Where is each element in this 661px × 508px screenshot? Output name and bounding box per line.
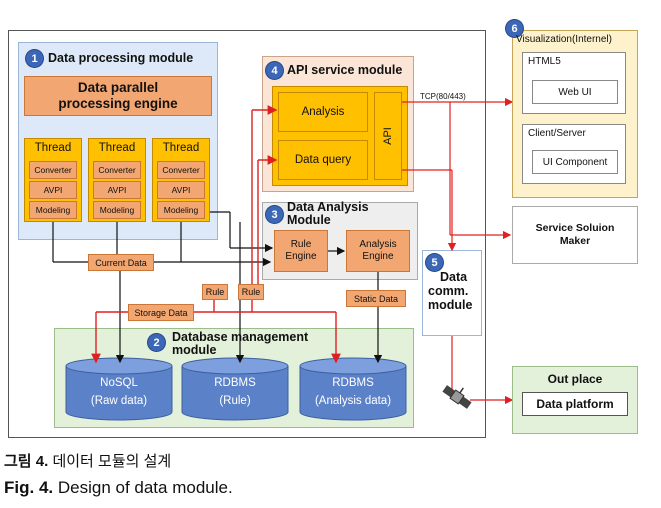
nosql-label: NoSQL (Raw data) [90,377,148,407]
rule-tag-1: Rule [202,284,228,300]
caption-english-label: Fig. 4. [4,478,54,497]
rdbms-rule-database [181,357,289,421]
thread-title: Thread [98,142,136,154]
analysis-block: Analysis [278,92,368,132]
caption-korean-label: 그림 4. [4,453,49,470]
caption-english: Fig. 4. Design of data module. [4,478,233,498]
modeling: Modeling [93,201,141,219]
module-2-badge: 2 [148,334,165,351]
engine-line1: Data parallel [77,80,159,95]
api-service-module-title: API service module [287,63,403,77]
ui-component-box: UI Component [532,150,618,174]
thread-1: Thread Converter AVPI Modeling [24,138,82,222]
avpi: AVPI [157,181,205,199]
data-analysis-module-title: Data Analysis Module [287,200,369,227]
thread-3: Thread Converter AVPI Modeling [152,138,210,222]
current-data-tag: Current Data [88,254,154,271]
caption-korean: 그림 4. 데이터 모듈의 설계 [4,450,171,471]
system-frame [8,30,486,438]
caption-english-text: Design of data module. [57,478,233,497]
data-comm-module-title: Data comm. module [428,270,473,312]
data-platform-box: Data platform [522,392,628,416]
rdbms-rule-label: RDBMS (Rule) [214,377,256,407]
analysis-engine: Analysis Engine [346,230,410,272]
module-3-badge: 3 [266,206,283,223]
service-solution-maker: Service Soluion Maker [512,206,638,264]
satellite-icon [442,385,472,409]
caption-korean-text: 데이터 모듈의 설계 [52,453,172,470]
module-6-badge: 6 [506,20,523,37]
data-processing-module-title: Data processing module [48,51,194,65]
visualization-title: Visualization(Internel) [516,34,612,45]
module-5-badge: 5 [426,254,443,271]
data-query-block: Data query [278,140,368,180]
api-block: API [374,92,402,180]
data-parallel-engine: Data parallel processing engine [24,76,212,116]
converter: Converter [93,161,141,179]
module-1-badge: 1 [26,50,43,67]
avpi: AVPI [93,181,141,199]
storage-data-tag: Storage Data [128,304,194,321]
client-server-label: Client/Server [528,128,586,139]
engine-line2: processing engine [58,96,178,111]
module-4-badge: 4 [266,62,283,79]
thread-title: Thread [162,142,200,154]
tcp-label: TCP(80/443) [420,92,466,101]
thread-title: Thread [34,142,72,154]
out-place-title: Out place [547,372,603,386]
thread-2: Thread Converter AVPI Modeling [88,138,146,222]
converter: Converter [157,161,205,179]
modeling: Modeling [29,201,77,219]
web-ui-box: Web UI [532,80,618,104]
html5-label: HTML5 [528,56,561,67]
modeling: Modeling [157,201,205,219]
static-data-tag: Static Data [346,290,406,307]
rule-engine: Rule Engine [274,230,328,272]
avpi: AVPI [29,181,77,199]
rdbms-analysis-label: RDBMS (Analysis data) [314,377,392,407]
converter: Converter [29,161,77,179]
rule-tag-2: Rule [238,284,264,300]
